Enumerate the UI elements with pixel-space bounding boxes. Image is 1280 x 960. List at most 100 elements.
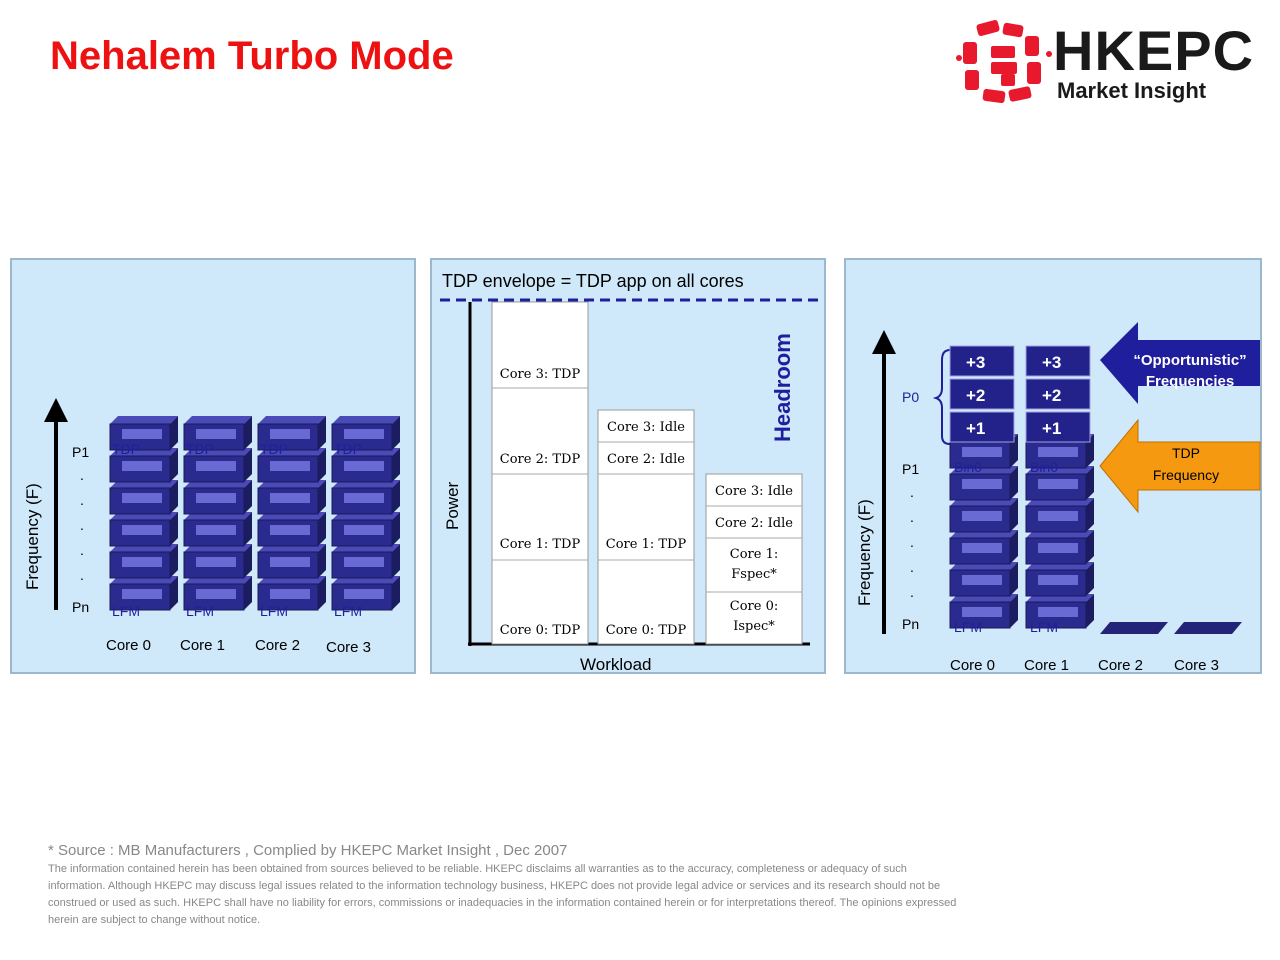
tdp-label: TDP (334, 441, 362, 457)
frequency-block (109, 576, 178, 611)
lfm-label: LFM (954, 619, 982, 635)
bin0-label: Bin0 (954, 459, 982, 475)
frequency-block (1025, 530, 1094, 565)
segment-label: Core 0: TDP (500, 623, 581, 638)
segment-label: Core 1: (730, 547, 778, 562)
frequency-block (1025, 562, 1094, 597)
tdp-label-1: TDP (1172, 445, 1200, 461)
frequency-block (109, 416, 178, 451)
turbo-bin-label: +1 (966, 419, 985, 438)
panel3-diagram: Frequency (F) P0 P1 Pn . . . . . Bin0LFM… (855, 322, 1261, 674)
segment-label: Core 3: Idle (715, 484, 793, 499)
disclaimer-line: herein are subject to change without not… (48, 914, 261, 926)
frequency-block (109, 512, 178, 547)
segment-label: Fspec* (731, 567, 777, 582)
segment-label: Core 1: TDP (500, 537, 581, 552)
segment-label: Core 3: TDP (500, 367, 581, 382)
lfm-label: LFM (334, 603, 362, 619)
lfm-label: LFM (260, 603, 288, 619)
level-dot: . (910, 509, 914, 525)
frequency-block (183, 480, 252, 515)
segment-label: Ispec* (733, 619, 775, 634)
segment-label: Core 0: TDP (606, 623, 687, 638)
lfm-label: LFM (112, 603, 140, 619)
logo-mark-icon (956, 20, 1052, 104)
turbo-bin-label: +3 (1042, 353, 1061, 372)
turbo-bin-block (949, 411, 1015, 443)
level-dot: . (910, 534, 914, 550)
headroom-label: Headroom (770, 333, 795, 442)
turbo-bin-block (1025, 378, 1091, 410)
segment-label: Core 3: Idle (607, 420, 685, 435)
core-label: Core 3 (326, 639, 371, 656)
level-dot: . (910, 484, 914, 500)
level-dot: . (80, 517, 84, 533)
turbo-bin-block (1025, 411, 1091, 443)
opportunistic-label-1: “Opportunistic” (1133, 352, 1246, 369)
disclaimer-line: The information contained herein has bee… (48, 863, 907, 875)
level-dot: . (80, 567, 84, 583)
tdp-label-2: Frequency (1153, 467, 1219, 483)
frequency-block (949, 498, 1018, 533)
turbo-bin-label: +1 (1042, 419, 1061, 438)
workload-column-3: Core 0: Ispec* Core 1: Fspec* Core 2: Id… (705, 473, 803, 645)
footer: * Source : MB Manufacturers , Complied b… (48, 842, 1238, 929)
source-note: * Source : MB Manufacturers , Complied b… (48, 842, 568, 859)
panel1-diagram: Frequency (F) P1 Pn . . . . . TDPLFMTDPL… (23, 398, 400, 656)
frequency-block (183, 544, 252, 579)
segment-label: Core 2: Idle (607, 452, 685, 467)
frequency-block (257, 480, 326, 515)
frequency-block (1025, 498, 1094, 533)
hkepc-logo: HKEPC Market Insight (955, 18, 1275, 108)
frequency-block (949, 562, 1018, 597)
disclaimer-line: information. Although HKEPC may discuss … (48, 880, 941, 892)
level-dot: . (80, 467, 84, 483)
tdp-frequency-arrow: TDP Frequency (1099, 418, 1261, 514)
logo-tagline: Market Insight (1057, 78, 1207, 103)
frequency-block (257, 512, 326, 547)
frequency-axis-label: Frequency (F) (23, 483, 42, 590)
frequency-block (331, 512, 400, 547)
disclaimer: The information contained herein has bee… (48, 861, 1238, 929)
core-label: Core 1 (1024, 657, 1069, 674)
level-p1: P1 (902, 461, 919, 477)
frequency-block (949, 530, 1018, 565)
opportunistic-arrow: “Opportunistic” Frequencies (1100, 322, 1260, 404)
level-pn: Pn (72, 599, 89, 615)
lfm-label: LFM (186, 603, 214, 619)
frequency-block (949, 466, 1018, 501)
core-label: Core 1 (180, 637, 225, 654)
level-dot: . (910, 584, 914, 600)
segment-label: Core 2: Idle (715, 516, 793, 531)
core-label: Core 0 (106, 637, 151, 654)
frequency-block (1025, 594, 1094, 629)
frequency-block (257, 416, 326, 451)
frequency-block (183, 448, 252, 483)
workload-column-1: Core 0: TDP Core 1: TDP Core 2: TDP Core… (491, 301, 589, 645)
frequency-block (109, 544, 178, 579)
tdp-label: TDP (260, 441, 288, 457)
turbo-bin-block (1025, 345, 1091, 377)
level-p0: P0 (902, 389, 919, 405)
core-label: Core 3 (1174, 657, 1219, 674)
opportunistic-label-2: Frequencies (1146, 373, 1234, 390)
frequency-block (257, 544, 326, 579)
core2-idle-plate (1100, 622, 1168, 634)
turbo-bin-block (949, 345, 1015, 377)
core-label: Core 2 (1098, 657, 1143, 674)
disclaimer-line: construed or used as such. HKEPC shall h… (48, 897, 957, 909)
frequency-axis-label: Frequency (F) (855, 499, 874, 606)
tdp-label: TDP (112, 441, 140, 457)
frequency-block (331, 416, 400, 451)
frequency-block (183, 416, 252, 451)
segment-label: Core 0: (730, 599, 778, 614)
lfm-label: LFM (1030, 619, 1058, 635)
page-title: Nehalem Turbo Mode (50, 34, 454, 78)
workload-axis-label: Workload (580, 655, 652, 674)
frequency-block (183, 576, 252, 611)
turbo-bin-label: +3 (966, 353, 985, 372)
turbo-bin-label: +2 (966, 386, 985, 405)
level-dot: . (910, 559, 914, 575)
